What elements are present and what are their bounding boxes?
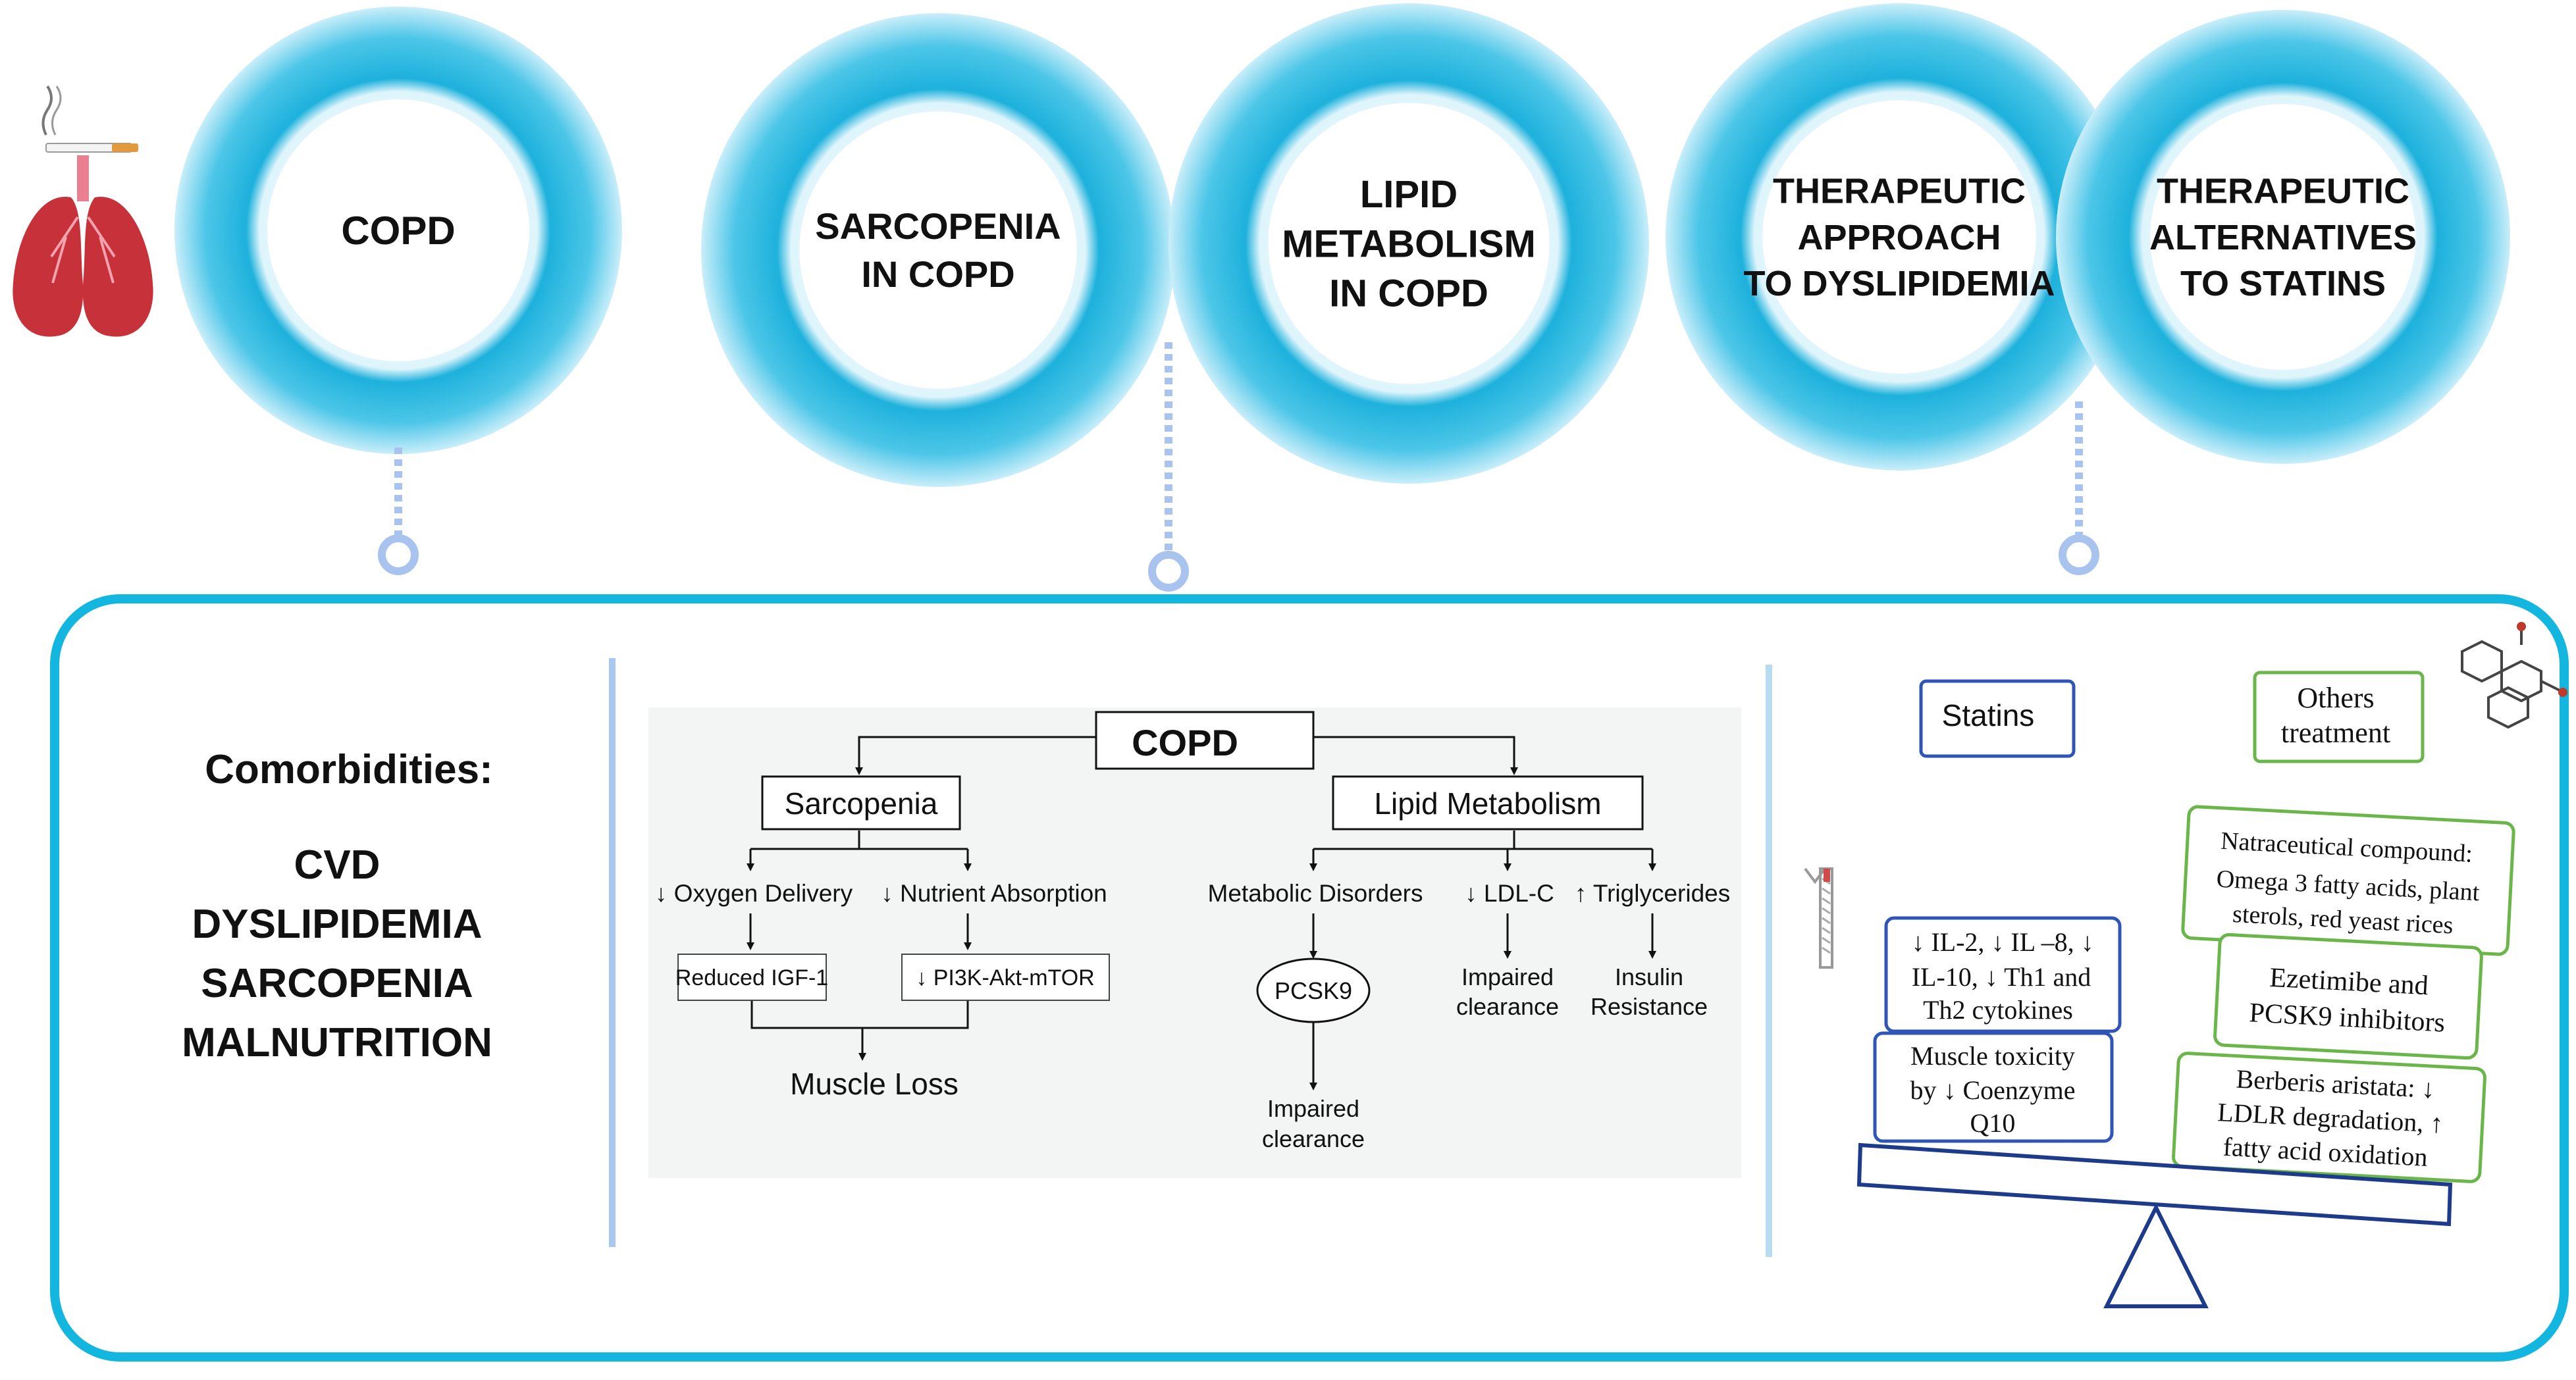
flow-igf-box xyxy=(677,954,827,1001)
statin-cytokine-line1: ↓ IL-2, ↓ IL –8, ↓ xyxy=(1911,927,2093,957)
others-header-line2: treatment xyxy=(2281,717,2390,749)
statin-cytokine-box xyxy=(1884,916,2122,1033)
molecule-icon xyxy=(2461,622,2567,729)
ring-therapeutic-alternatives-label-line-3: TO STATINS xyxy=(2180,264,2386,303)
statin-toxicity-line2: by ↓ Coenzyme xyxy=(1910,1075,2075,1105)
flow-sarcopenia-box xyxy=(761,775,961,831)
ring-therapeutic-approach-label-line-2: APPROACH xyxy=(1797,218,2001,257)
statins-header-box xyxy=(1919,679,2076,758)
ring-therapeutic-approach-label-line-1: THERAPEUTIC xyxy=(1773,172,2026,211)
comorbidity-dyslipidemia: DYSLIPIDEMIA xyxy=(192,902,483,947)
comorbidities-heading: Comorbidities: xyxy=(205,747,492,792)
other-berberis-box xyxy=(2172,1052,2486,1183)
ring-therapeutic-alternatives-label-line-2: ALTERNATIVES xyxy=(2149,218,2417,257)
balance-beam xyxy=(1856,1142,2453,1227)
comorbidities-section: Comorbidities: CVD DYSLIPIDEMIA SARCOPEN… xyxy=(182,747,493,1065)
flow-nutrient-absorption: ↓ Nutrient Absorption xyxy=(881,880,1107,907)
flow-pi3k-box xyxy=(901,954,1110,1001)
flow-metabolic-disorders: Metabolic Disorders xyxy=(1208,880,1423,907)
ring-copd-label-line-1: COPD xyxy=(341,209,455,253)
flow-insulin-resistance-a: Insulin xyxy=(1615,963,1683,990)
ring-copd-inner xyxy=(267,99,529,361)
statin-toxicity-box xyxy=(1873,1031,2114,1143)
ring-therapeutic-approach-inner xyxy=(1762,100,2036,374)
ring-therapeutic-alternatives-inner xyxy=(2150,104,2416,370)
statin-toxicity-line1: Muscle toxicity xyxy=(1910,1041,2075,1071)
flow-impaired-clearance-2a: Impaired xyxy=(1267,1095,1359,1122)
flow-insulin-resistance-b: Resistance xyxy=(1590,993,1708,1020)
comorbidity-cvd: CVD xyxy=(294,842,381,888)
flow-pcsk9-label: PCSK9 xyxy=(1275,977,1352,1004)
connector-2 xyxy=(1148,342,1189,592)
connector-1 xyxy=(378,447,419,575)
flow-igf-label: Reduced IGF-1 xyxy=(675,965,828,990)
cigarette-icon xyxy=(41,85,138,153)
dna-icon xyxy=(1804,867,1833,969)
flow-muscle-loss: Muscle Loss xyxy=(790,1067,959,1101)
comorbidity-malnutrition: MALNUTRITION xyxy=(182,1020,492,1065)
flowchart: COPD Sarcopenia Lipid Metabolism ↓ Oxyge… xyxy=(648,707,1741,1178)
ring-therapeutic-alternatives-label-line-1: THERAPEUTIC xyxy=(2157,172,2409,211)
ring-lipid-metabolism-label-line-3: IN COPD xyxy=(1329,272,1488,315)
flow-impaired-clearance-2b: clearance xyxy=(1262,1125,1365,1152)
therapy-balance: Statins Others treatment ↓ IL-2, ↓ IL –8… xyxy=(1804,622,2567,1308)
flow-sarcopenia-label: Sarcopenia xyxy=(785,786,938,821)
ring-lipid-metabolism-inner xyxy=(1268,103,1550,384)
ring-sarcopenia-label-line-2: IN COPD xyxy=(861,253,1014,295)
flow-impaired-clearance-1a: Impaired xyxy=(1461,963,1554,990)
flow-oxygen-delivery: ↓ Oxygen Delivery xyxy=(655,880,853,907)
statin-cytokine-line3: Th2 cytokines xyxy=(1923,995,2073,1025)
connector-3 xyxy=(2059,401,2099,575)
flow-root-box xyxy=(1095,711,1315,770)
others-header-line1: Others xyxy=(2297,682,2374,714)
statin-toxicity-line3: Q10 xyxy=(1970,1108,2016,1138)
comorbidity-sarcopenia: SARCOPENIA xyxy=(201,961,473,1006)
statin-cytokine-line2: IL-10, ↓ Th1 and xyxy=(1912,962,2091,992)
flow-ldl-c: ↓ LDL-C xyxy=(1465,880,1554,907)
lungs-icon xyxy=(13,155,153,337)
ring-lipid-metabolism-label-line-2: METABOLISM xyxy=(1282,222,1536,265)
flow-impaired-clearance-1b: clearance xyxy=(1456,993,1559,1020)
flow-root-label: COPD xyxy=(1132,722,1238,763)
balance-fulcrum xyxy=(2103,1203,2209,1308)
statins-header-label: Statins xyxy=(1942,698,2035,732)
flow-lipid-label: Lipid Metabolism xyxy=(1374,786,1601,821)
ring-lipid-metabolism-label-line-1: LIPID xyxy=(1360,173,1458,216)
flow-pi3k-label: ↓ PI3K-Akt-mTOR xyxy=(916,965,1094,990)
others-header-box xyxy=(2253,671,2425,763)
flow-lipid-box xyxy=(1332,775,1644,831)
flow-pcsk9-ellipse xyxy=(1256,958,1371,1023)
ring-sarcopenia-label-line-1: SARCOPENIA xyxy=(815,205,1061,247)
ring-sarcopenia-inner xyxy=(799,111,1077,389)
ring-therapeutic-approach-label-line-3: TO DYSLIPIDEMIA xyxy=(1743,264,2055,303)
other-ezetimibe-box xyxy=(2213,933,2483,1060)
flow-triglycerides: ↑ Triglycerides xyxy=(1575,880,1730,907)
